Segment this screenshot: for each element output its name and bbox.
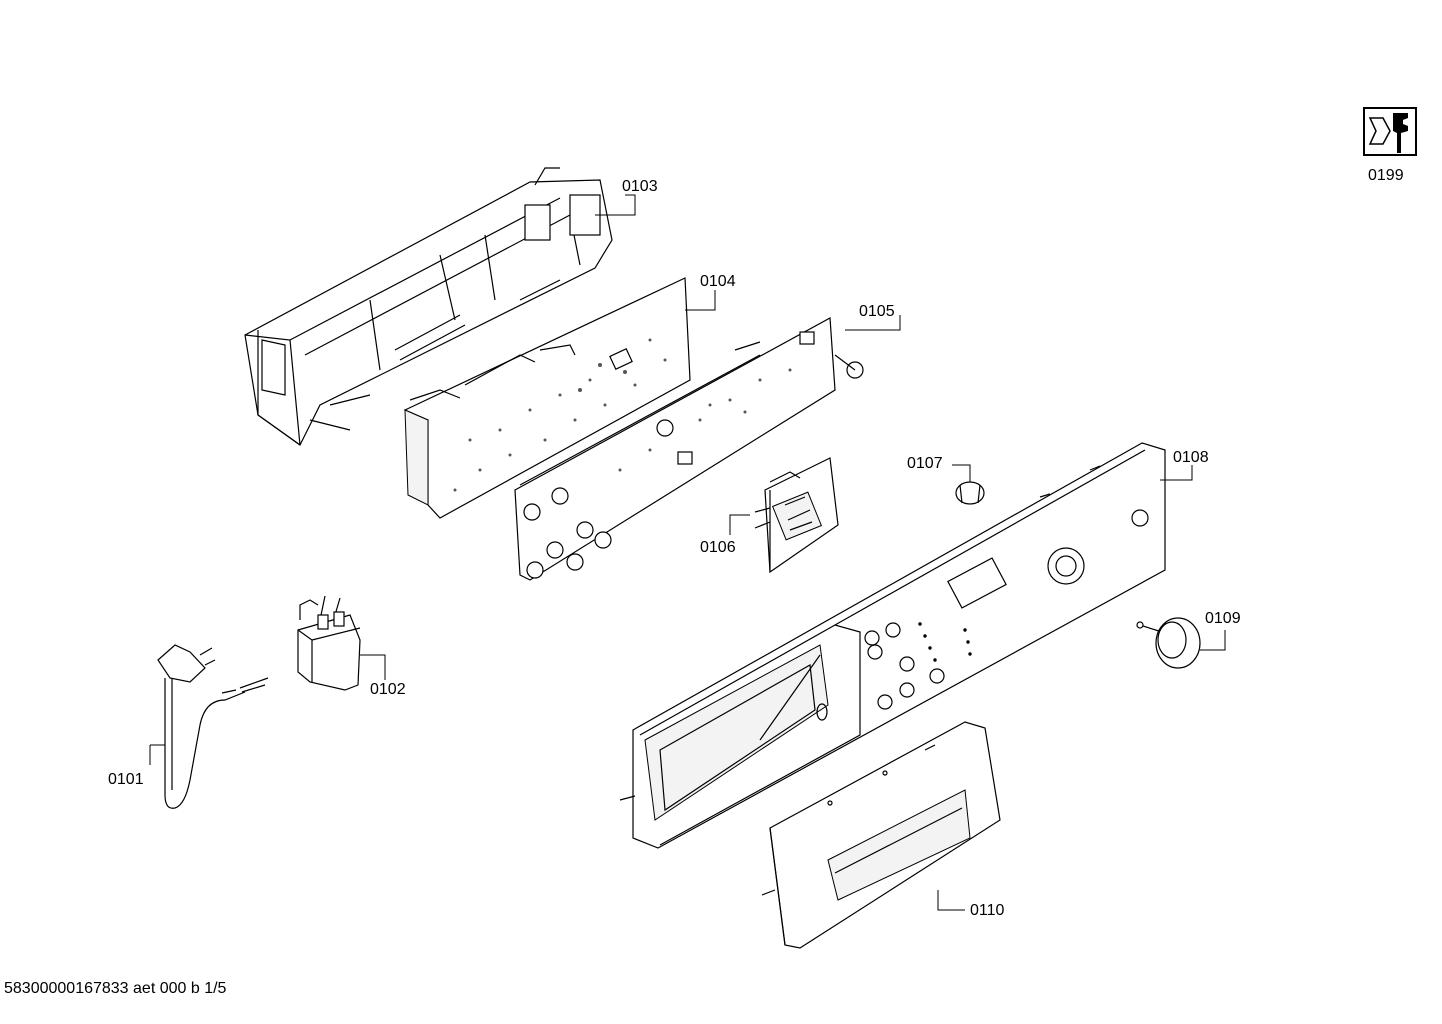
part-label-0104: 0104 (700, 273, 736, 290)
part-label-0109: 0109 (1205, 610, 1241, 627)
part-label-0110: 0110 (970, 902, 1005, 919)
part-0109-knob (1136, 617, 1201, 669)
part-label-0199: 0199 (1368, 167, 1404, 184)
part-label-0103: 0103 (622, 178, 658, 195)
part-label-0108: 0108 (1173, 449, 1209, 466)
part-0104-pcb (403, 277, 691, 519)
part-0106-display-module (754, 457, 839, 574)
part-label-0101: 0101 (108, 771, 144, 788)
part-0102-filter (297, 595, 361, 691)
wrench-nut-icon (1363, 107, 1417, 156)
part-0105-button-pcb (514, 317, 864, 581)
part-label-0105: 0105 (859, 303, 895, 320)
part-0101-power-cord (157, 644, 269, 809)
part-0108-front-panel (619, 442, 1166, 849)
document-reference: 58300000167833 aet 000 b 1/5 (4, 980, 227, 997)
part-label-0102: 0102 (370, 681, 406, 698)
part-0110-drawer (761, 721, 1001, 949)
part-0103-frame (244, 167, 613, 446)
part-label-0107: 0107 (907, 455, 943, 472)
part-label-0106: 0106 (700, 539, 736, 556)
part-0107-cap (955, 481, 985, 505)
